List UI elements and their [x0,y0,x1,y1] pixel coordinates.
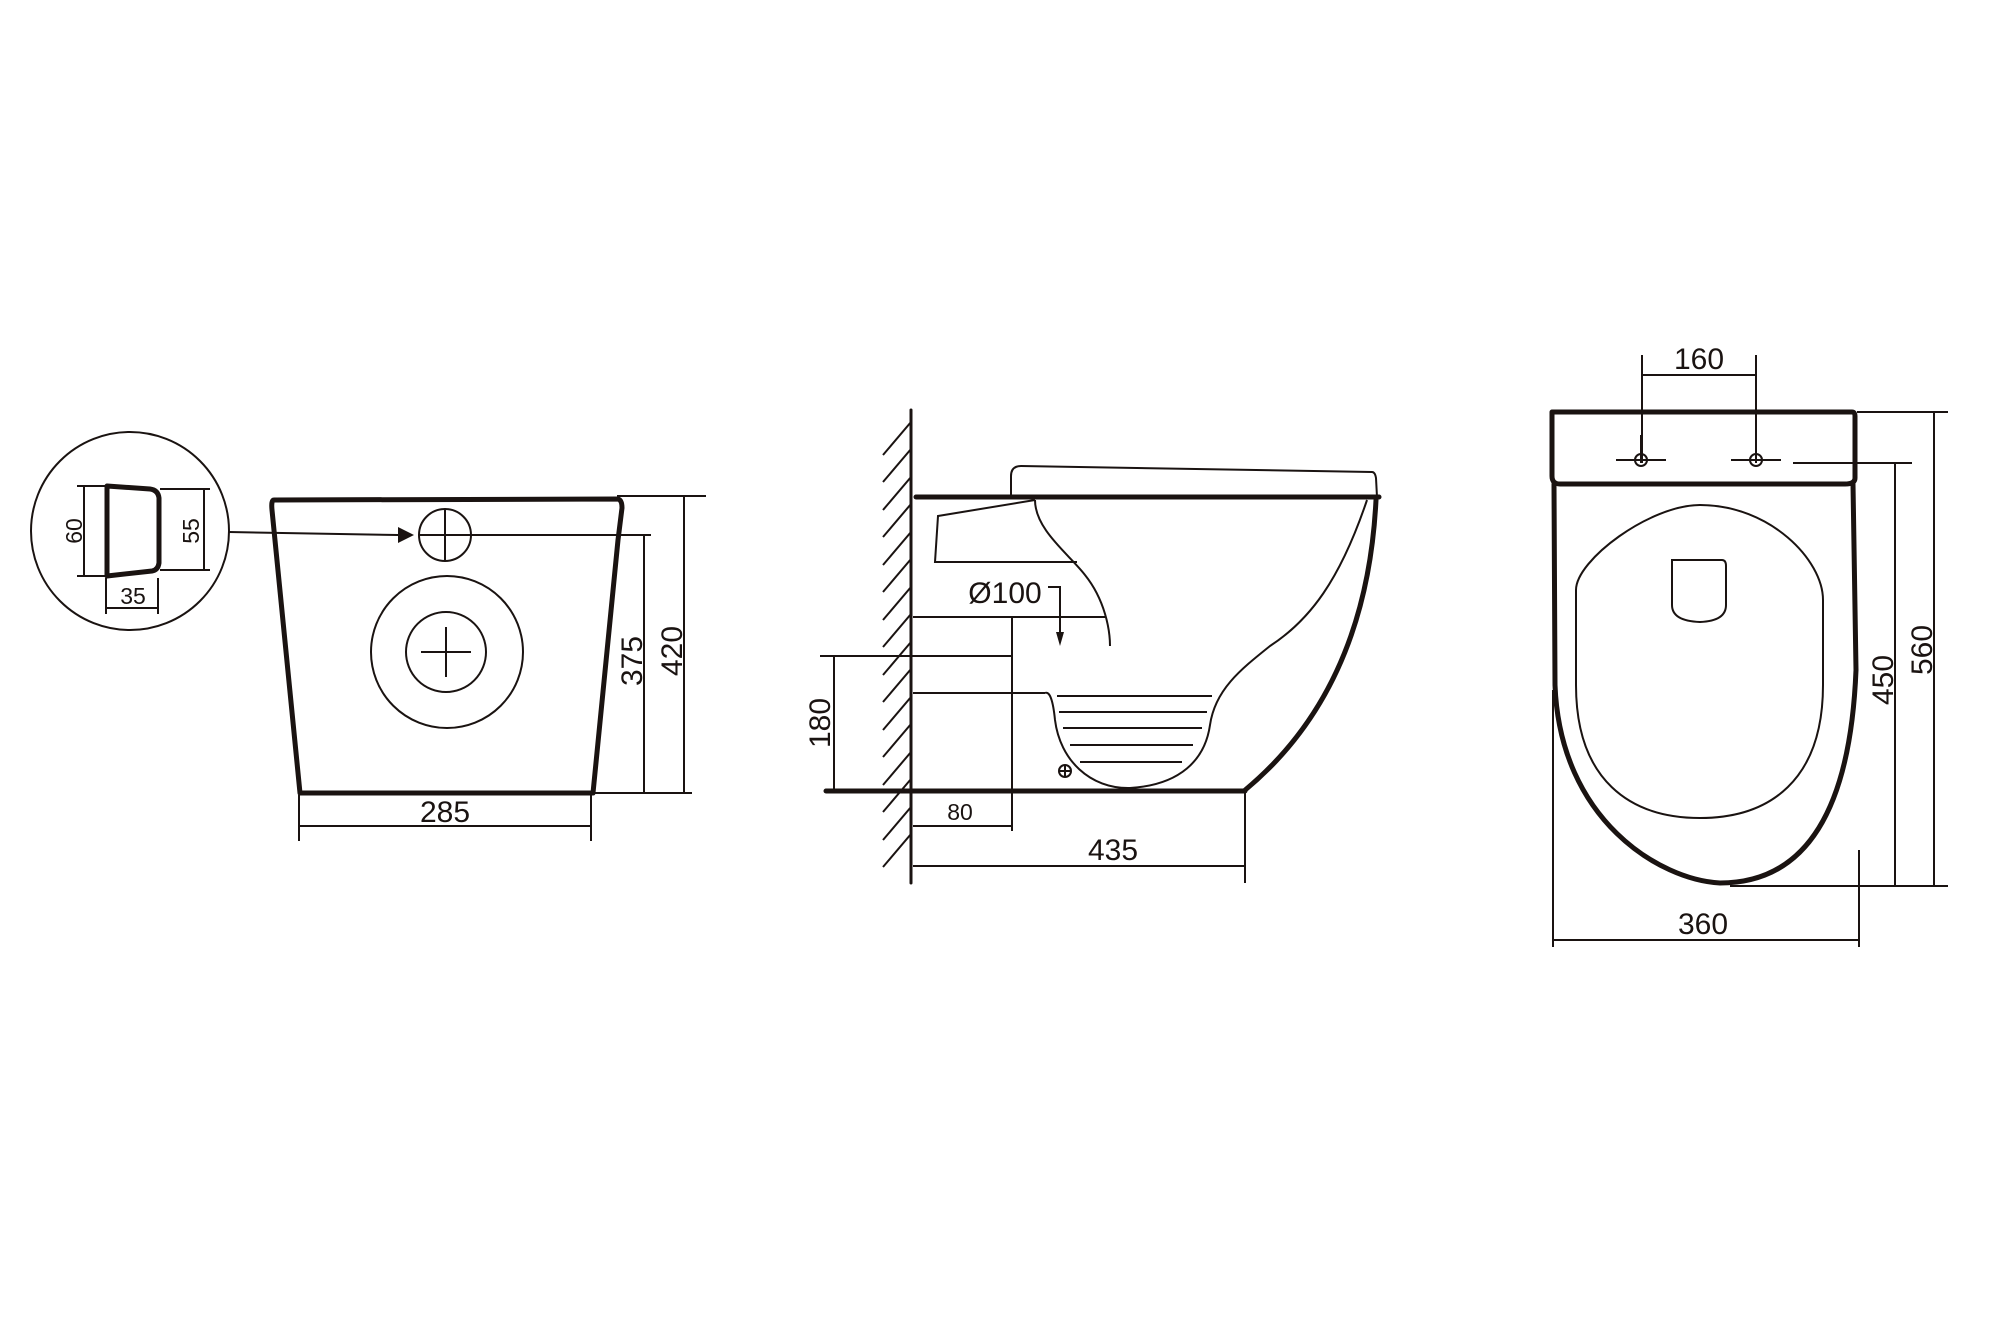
outlet-profile [104,483,162,579]
side-view: Ø100 180 80 435 [804,408,1382,885]
side-inlet-outline [933,499,1077,563]
bowl-inner-curve [1044,499,1368,790]
top-view: 160 450 560 360 [1549,343,1948,947]
dim-label-55: 55 [178,518,204,544]
dim-label-560: 560 [1906,625,1939,675]
detail-leader-line [228,531,399,536]
dim-label-360: 360 [1678,908,1728,941]
outlet-inner-circle [405,611,487,693]
leader-arrowhead-icon [398,527,414,543]
side-body-outline [1241,497,1379,794]
dim-label-35: 35 [120,583,146,609]
wall-hatching [882,421,912,868]
front-view: 375 420 285 [269,495,706,841]
detail-circle [30,431,230,631]
outlet-outer-circle [370,575,524,729]
dim-label-80: 80 [947,799,973,825]
diameter-leader [1048,586,1061,638]
lid-buffer-outline [1671,559,1727,624]
seat-lid-outline [1010,464,1378,498]
detail-outlet-view: 60 55 35 [30,431,414,631]
dim-label-160: 160 [1674,343,1724,376]
dim-label-420: 420 [656,626,689,676]
top-body-outline [1551,481,1859,886]
trap-curve [1034,499,1111,647]
dim-label-435: 435 [1088,834,1138,867]
dim-label-180: 180 [804,698,837,748]
diameter-arrowhead-icon [1056,632,1064,646]
dim-label-450: 450 [1867,655,1900,705]
dim-label-375: 375 [616,636,649,686]
mounting-plate-outline [1549,409,1858,487]
seat-opening-outline [1575,503,1824,820]
dim-label-285: 285 [420,796,470,829]
front-body-outline [269,496,625,796]
dim-label-diameter: Ø100 [968,577,1041,610]
water-level-lines [1057,695,1212,763]
dim-label-60: 60 [61,518,87,544]
